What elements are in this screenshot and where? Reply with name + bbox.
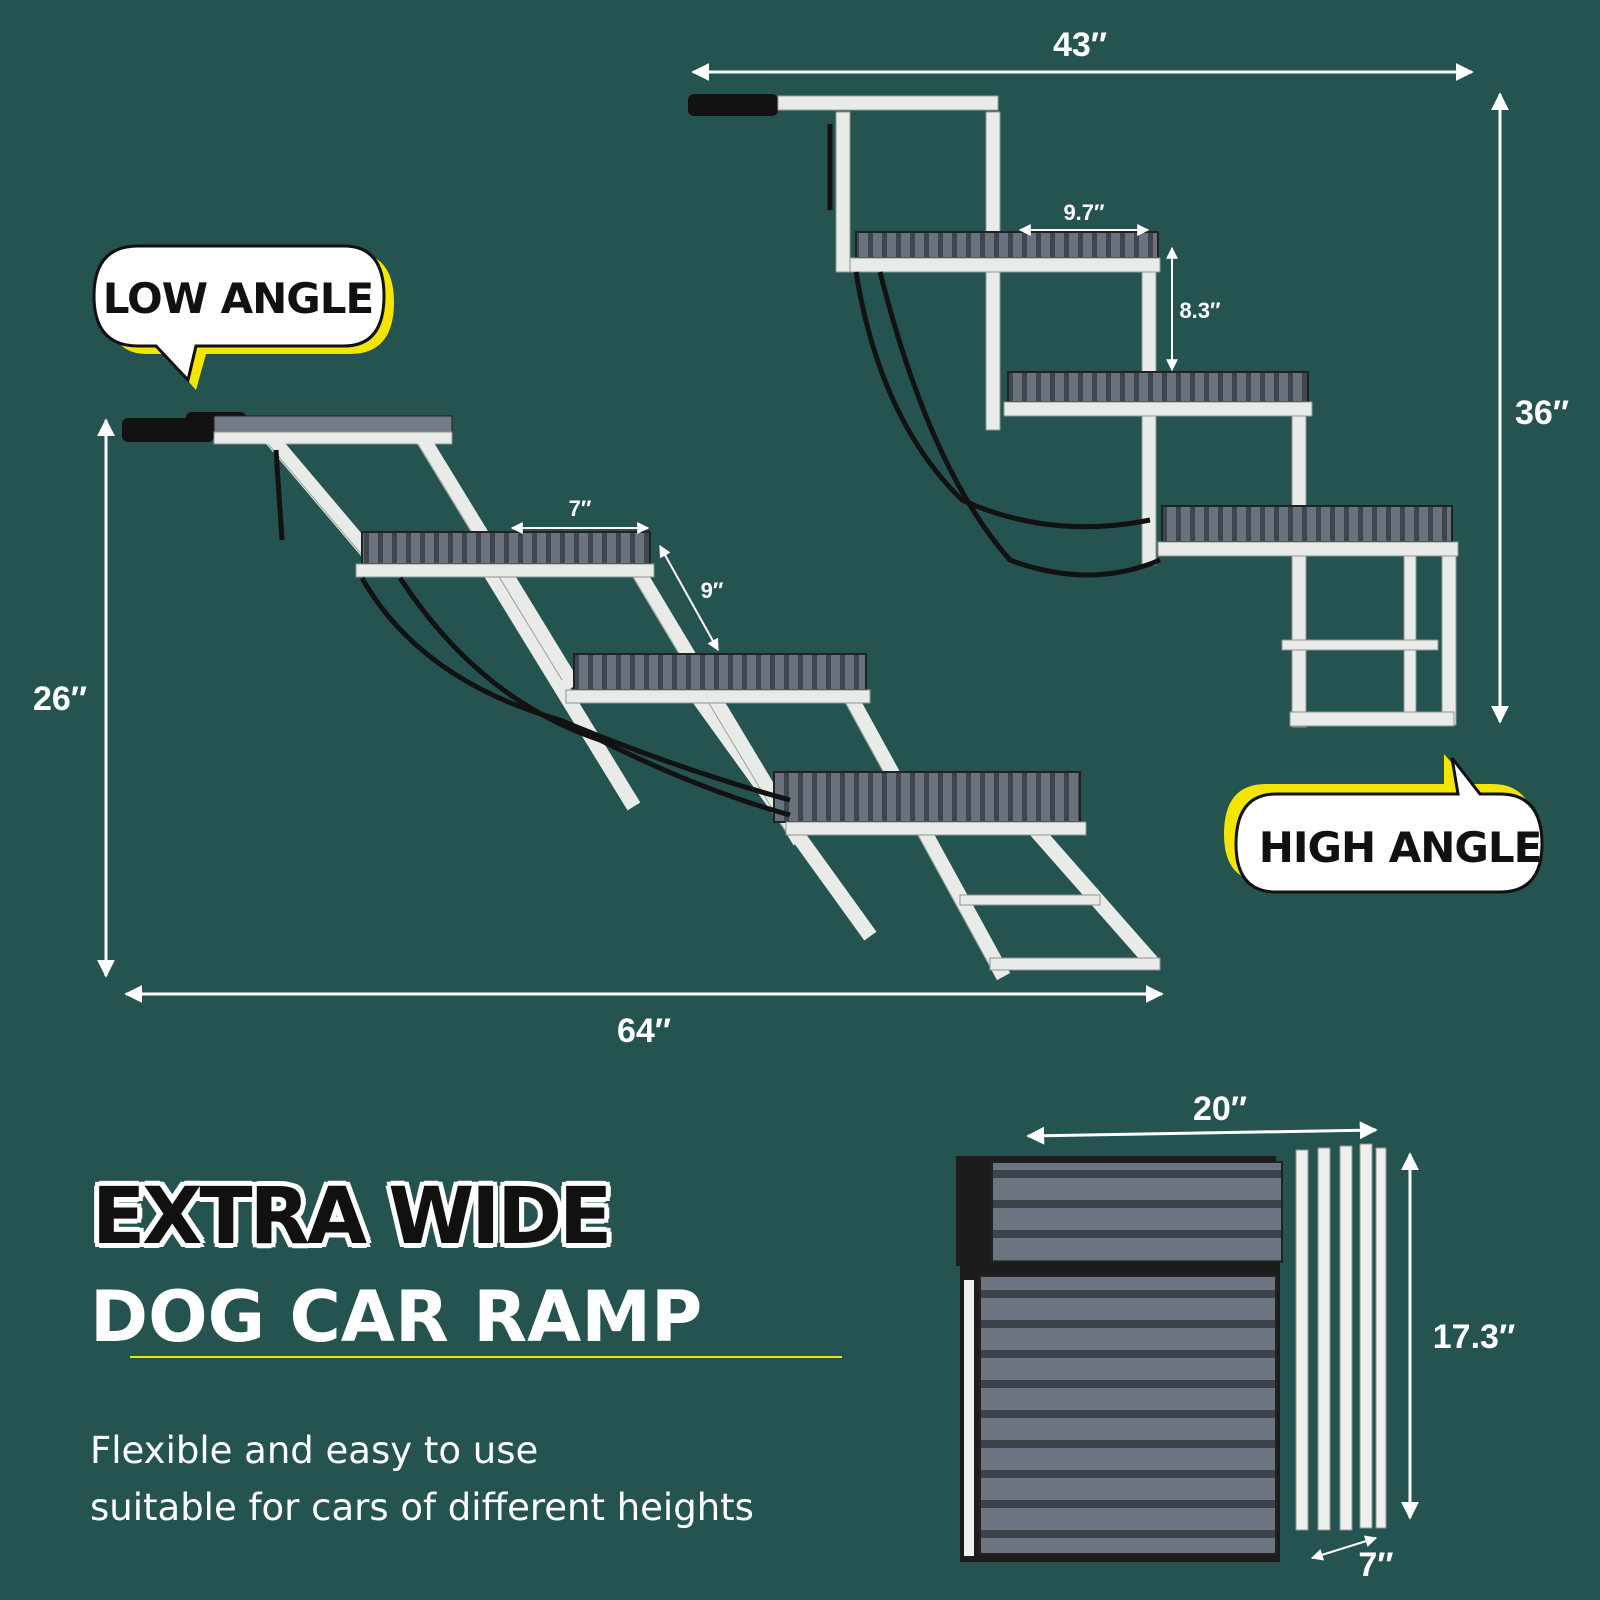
low-angle-ramp (122, 412, 1161, 981)
high-angle-bubble: HIGH ANGLE (1224, 754, 1544, 894)
dim-low-height: 26″ (33, 680, 87, 718)
dim-high-step-depth: 9.7″ (1063, 200, 1105, 225)
headline-extra-wide: EXTRA WIDE (92, 1172, 612, 1262)
handle-grip (688, 94, 778, 116)
low-angle-label: LOW ANGLE (103, 274, 374, 323)
description-line-2: suitable for cars of different heights (90, 1486, 754, 1529)
description-line-1: Flexible and easy to use (90, 1429, 539, 1472)
dim-low-length: 64″ (617, 1012, 671, 1050)
dim-high-width: 43″ (1053, 26, 1107, 64)
dim-folded-thickness: 7″ (1358, 1546, 1393, 1584)
dim-high-height: 36″ (1515, 394, 1569, 432)
high-angle-label: HIGH ANGLE (1259, 823, 1542, 872)
dim-high-step-rise: 8.3″ (1179, 298, 1221, 323)
dimension-lines (97, 63, 1509, 1561)
double-arrow-icon (659, 544, 719, 652)
dim-folded-height: 17.3″ (1433, 1318, 1515, 1356)
folded-ramp (956, 1143, 1387, 1562)
dim-low-step-rise: 9″ (701, 578, 724, 603)
dim-low-step-depth: 7″ (569, 496, 592, 521)
headline-dog-car-ramp: DOG CAR RAMP (90, 1276, 703, 1358)
dim-folded-width: 20″ (1193, 1090, 1247, 1128)
high-angle-ramp (688, 94, 1459, 728)
speech-bubble-icon (1224, 754, 1544, 894)
headline-underline (130, 1356, 842, 1358)
double-arrow-icon (1310, 1535, 1378, 1561)
double-arrow-icon (1026, 1121, 1378, 1145)
low-angle-bubble: LOW ANGLE (92, 244, 394, 390)
speech-bubble-icon (92, 244, 394, 390)
